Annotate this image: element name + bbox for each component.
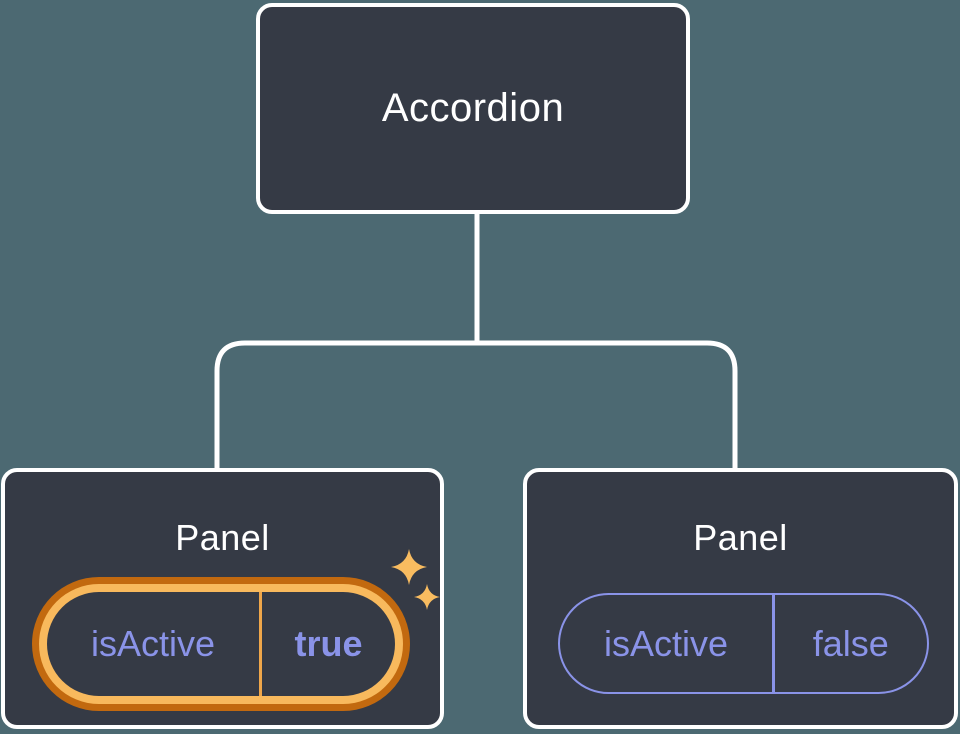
state-value: false [812,622,889,664]
sparkle-icon [391,549,440,610]
state-name: isActive [90,623,216,664]
state-pill-inner-ring: isActive true [39,584,403,704]
accordion-node-label: Accordion [381,86,565,130]
state-value: true [294,623,363,664]
state-pill-divider [772,595,775,692]
connector-bracket [214,340,738,474]
accordion-node: Accordion [256,3,690,214]
panel-node-inactive: Panel isActive false [523,468,958,729]
panel-node-active: Panel isActive true [1,468,444,729]
sparkle-large [391,549,427,585]
state-pill-highlighted: isActive true [32,577,410,711]
state-pill-body: isActive true [47,592,395,696]
state-pill-divider [259,592,262,696]
state-name: isActive [603,622,729,664]
panel-node-title: Panel [693,517,788,558]
sparkle-small [414,584,440,610]
state-pill: isActive false [558,593,929,694]
panel-node-title: Panel [175,517,270,558]
